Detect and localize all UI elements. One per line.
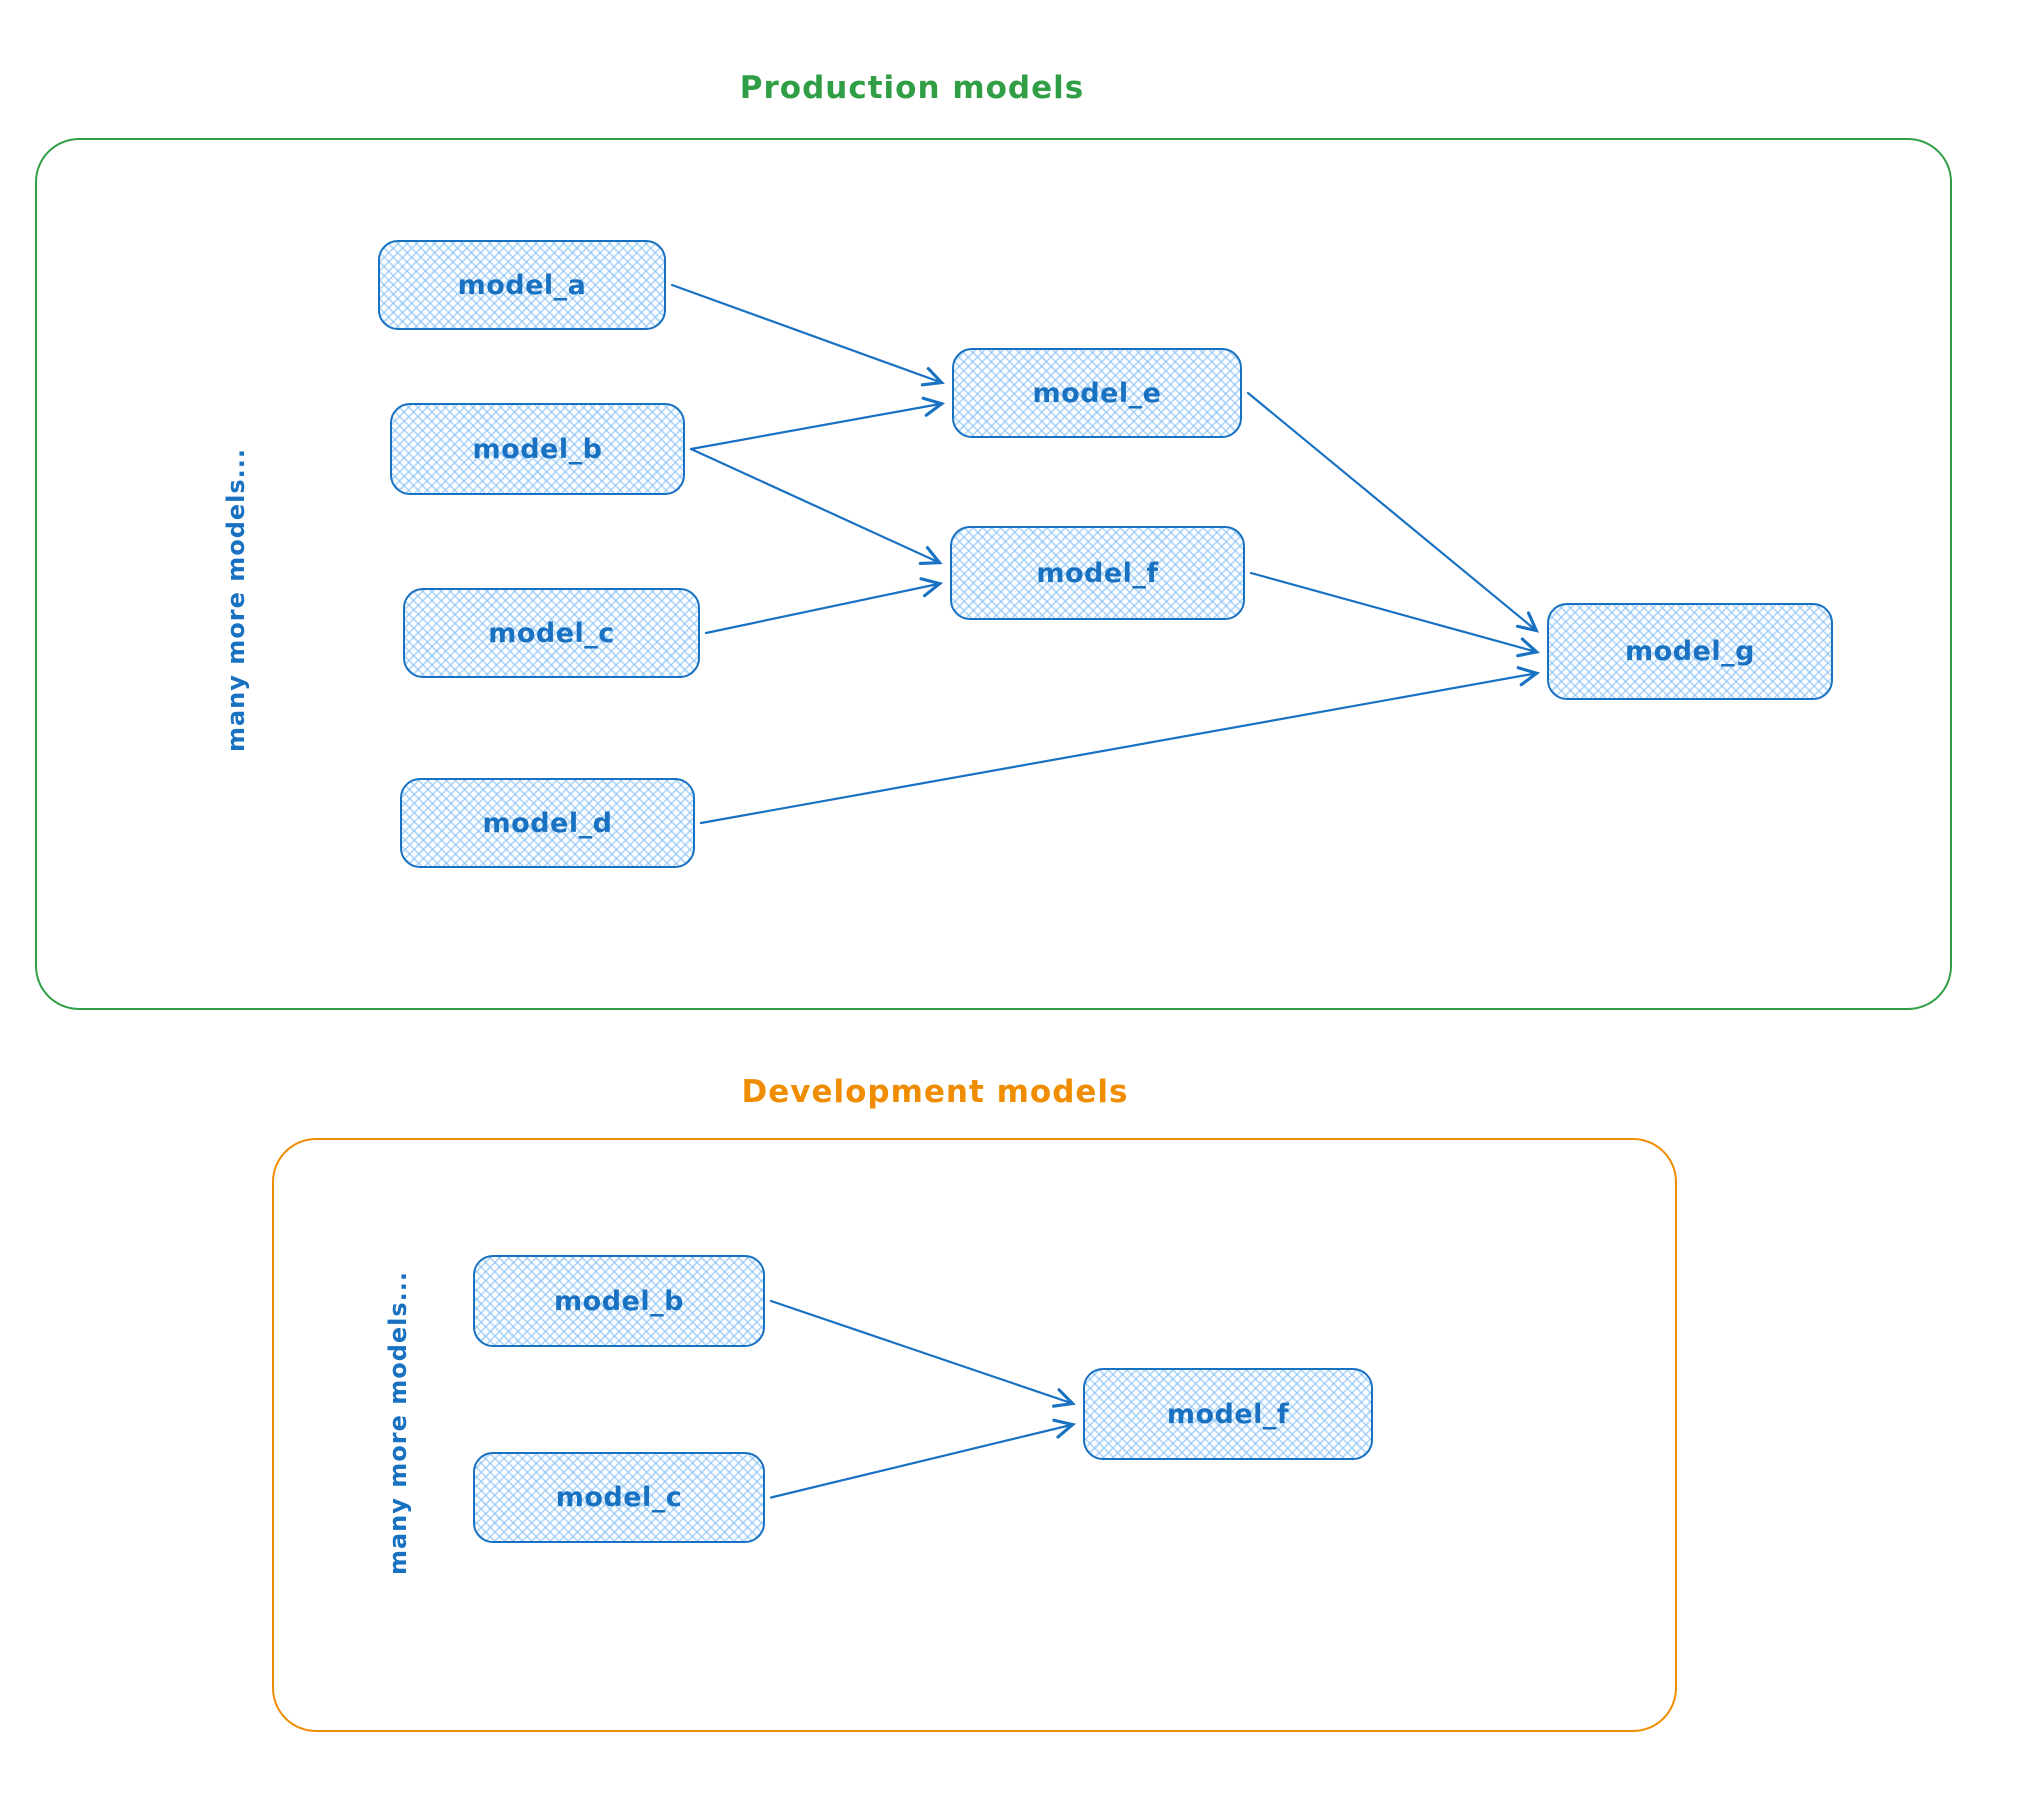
node-production-model-f: model_f (950, 526, 1245, 620)
node-development-model-c: model_c (473, 1452, 765, 1543)
node-production-model-d: model_d (400, 778, 695, 868)
node-development-model-b: model_b (473, 1255, 765, 1347)
node-production-model-a: model_a (378, 240, 666, 330)
node-production-model-e: model_e (952, 348, 1242, 438)
production-title: Production models (739, 70, 1085, 106)
node-production-model-g: model_g (1547, 603, 1833, 700)
development-side-label: many more models... (384, 1270, 412, 1576)
node-development-model-f: model_f (1083, 1368, 1373, 1460)
development-container (272, 1138, 1677, 1732)
production-container (35, 138, 1952, 1010)
node-production-model-c: model_c (403, 588, 700, 678)
node-production-model-b: model_b (390, 403, 685, 495)
development-title: Development models (741, 1074, 1129, 1110)
